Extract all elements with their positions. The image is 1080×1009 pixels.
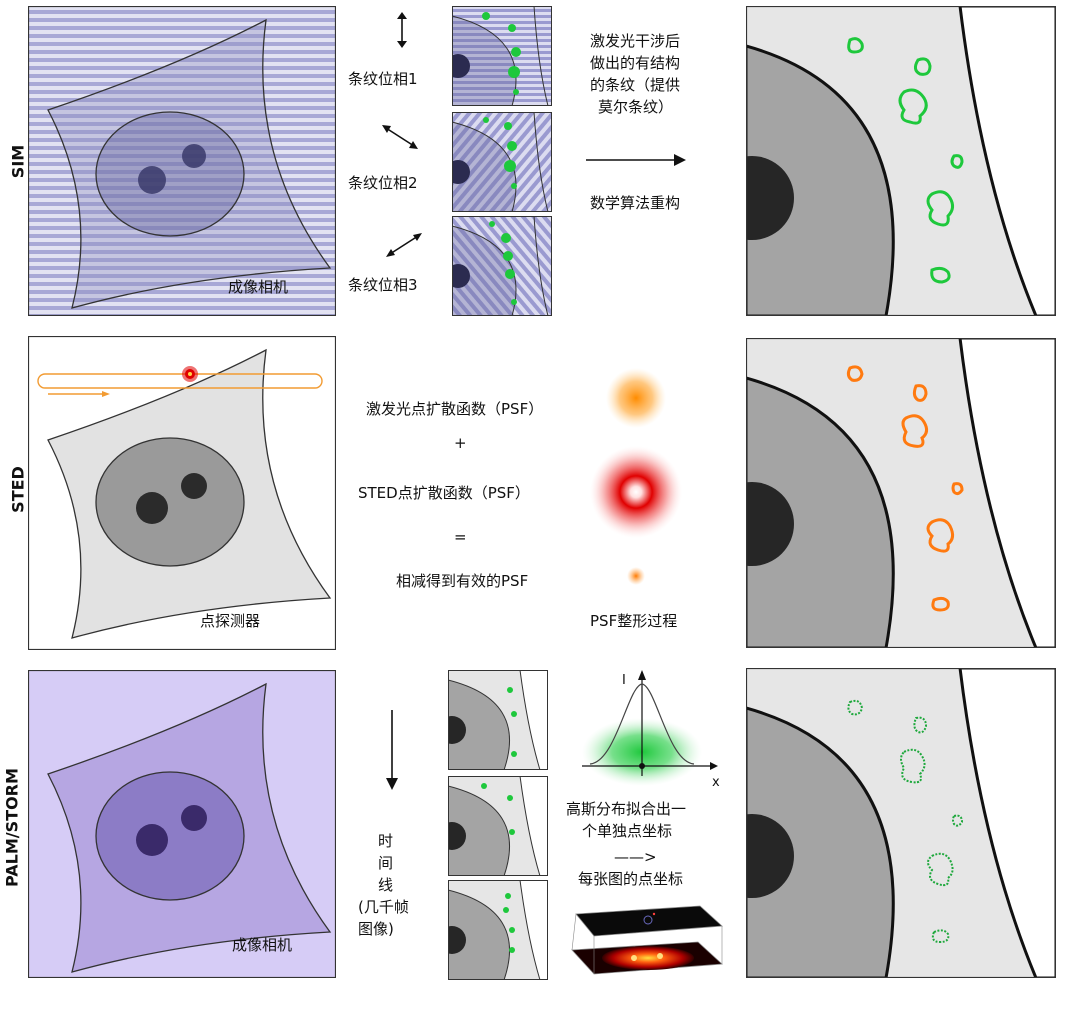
row-label-sted: STED <box>8 466 28 513</box>
sted-result-panel <box>746 338 1056 648</box>
sim-interference-line-4: 莫尔条纹） <box>598 98 674 116</box>
sted-equals-sign: = <box>454 528 467 546</box>
row-label-palm: PALM/STORM <box>2 768 22 887</box>
gauss-fit-line-3: 每张图的点坐标 <box>578 870 684 888</box>
palm-frame-3 <box>448 880 548 980</box>
sted-donut-psf-spot <box>590 446 682 538</box>
gauss-fit-line-1: 高斯分布拟合出一 <box>566 800 687 818</box>
psf-shaping-label: PSF整形过程 <box>590 612 678 630</box>
palm-result-panel <box>746 668 1056 978</box>
palm-frame-1 <box>448 670 548 770</box>
timeline-frames-label: (几千帧 <box>358 898 409 916</box>
double-arrow-diagonal-up-icon <box>386 233 422 257</box>
gaussian-axis-i-label: I <box>622 673 626 688</box>
sim-cell-panel <box>28 6 336 316</box>
right-arrow-icon <box>586 154 686 166</box>
palm-cell-panel <box>28 670 336 978</box>
timeline-images-label: 图像) <box>358 920 394 938</box>
double-arrow-vertical-icon <box>397 12 407 48</box>
palm-frame-2 <box>448 776 548 876</box>
sim-interference-line-3: 的条纹（提供 <box>590 76 681 94</box>
sted-detector-label: 点探测器 <box>200 612 261 630</box>
row-label-sim: SIM <box>8 144 28 179</box>
sted-depletion-psf-label: STED点扩散函数（PSF） <box>358 484 530 502</box>
down-arrow-icon <box>386 710 398 790</box>
palm-camera-label: 成像相机 <box>232 936 293 954</box>
sim-camera-label: 成像相机 <box>228 278 289 296</box>
sim-interference-line-1: 激发光干涉后 <box>590 32 681 50</box>
timeline-char-1: 时 <box>378 832 394 850</box>
sted-effective-psf-label: 相减得到有效的PSF <box>396 572 529 590</box>
sted-cell-panel <box>28 336 336 650</box>
gauss-fit-arrow: ——> <box>614 848 657 866</box>
timeline-char-3: 线 <box>378 876 394 894</box>
double-arrow-diagonal-down-icon <box>382 125 418 149</box>
timeline-char-2: 间 <box>378 854 394 872</box>
intensity-3d-plot <box>571 905 723 975</box>
sim-result-panel <box>746 6 1056 316</box>
gauss-fit-line-2: 个单独点坐标 <box>582 822 673 840</box>
sim-phase-2-label: 条纹位相2 <box>348 174 418 192</box>
sim-phase-3-label: 条纹位相3 <box>348 276 418 294</box>
sim-reconstruction-label: 数学算法重构 <box>590 194 681 212</box>
sim-phase-1-label: 条纹位相1 <box>348 70 418 88</box>
excitation-psf-spot <box>606 368 666 428</box>
effective-psf-spot <box>627 567 645 585</box>
sim-phase-1-panel <box>452 6 552 106</box>
sim-phase-3-panel <box>452 216 552 316</box>
sim-interference-line-2: 做出的有结构 <box>590 54 681 72</box>
sim-phase-2-panel <box>452 112 552 212</box>
sted-plus-sign: + <box>454 434 467 452</box>
gaussian-fit-plot <box>582 670 718 786</box>
gaussian-axis-x-label: x <box>712 775 720 790</box>
sted-excitation-psf-label: 激发光点扩散函数（PSF） <box>366 400 544 418</box>
